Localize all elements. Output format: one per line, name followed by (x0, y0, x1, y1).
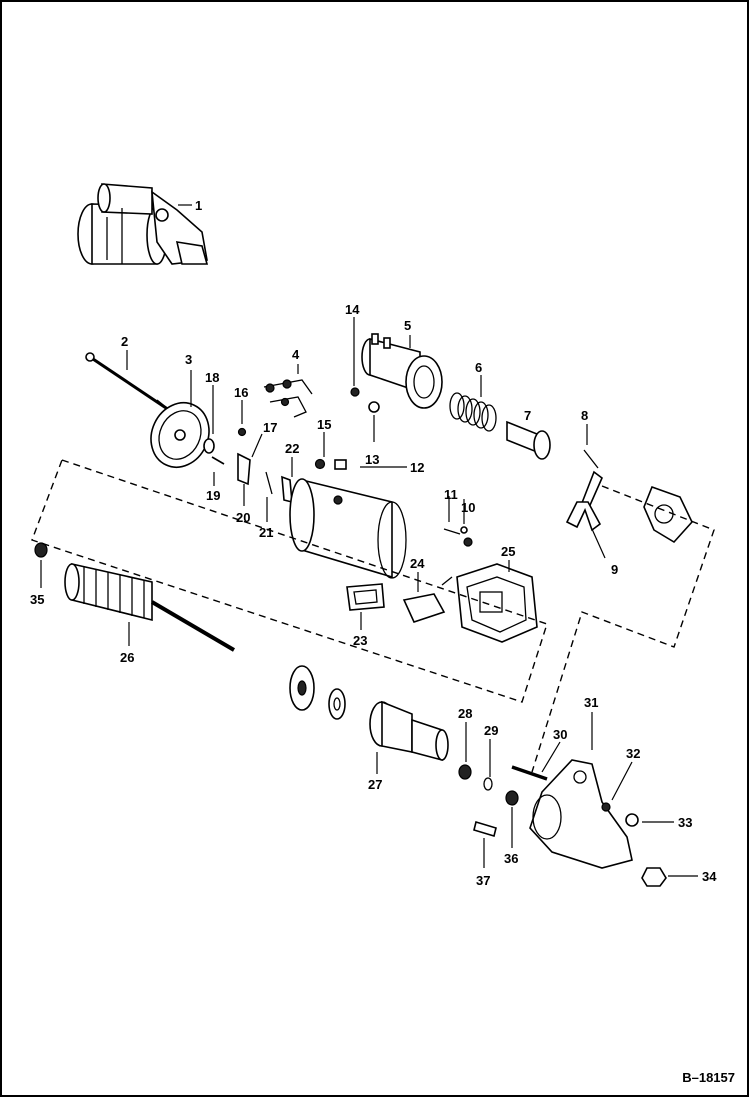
callout-22: 22 (285, 441, 299, 456)
callout-3: 3 (185, 352, 192, 367)
callout-7: 7 (524, 408, 531, 423)
starter-assembly-icon (77, 183, 209, 265)
callout-18: 18 (205, 370, 219, 385)
callout-30: 30 (553, 727, 567, 742)
solenoid (361, 333, 443, 409)
solenoid-hardware (314, 387, 473, 547)
housing-nuts (34, 542, 667, 887)
callout-12: 12 (410, 460, 424, 475)
drive-housing-bolt (511, 765, 548, 781)
callout-16: 16 (234, 385, 248, 400)
callout-33: 33 (678, 815, 692, 830)
commutator-end-plate (150, 402, 210, 468)
callout-35: 35 (30, 592, 44, 607)
armature-washers (289, 665, 346, 720)
callout-13: 13 (365, 452, 379, 467)
callout-21: 21 (259, 525, 273, 540)
callout-19: 19 (206, 488, 220, 503)
shift-lever (565, 470, 603, 532)
drive-end-plate (643, 485, 693, 544)
callout-27: 27 (368, 777, 382, 792)
callout-1: 1 (195, 198, 202, 213)
callout-14: 14 (345, 302, 360, 317)
pole-shoe (402, 593, 446, 623)
brush-holder-hardware (203, 427, 293, 504)
callout-9: 9 (611, 562, 618, 577)
callout-5: 5 (404, 318, 411, 333)
armature-group-outline (31, 459, 548, 703)
armature (64, 563, 236, 652)
solenoid-plunger (506, 420, 551, 460)
callout-36: 36 (504, 851, 518, 866)
callout-25: 25 (501, 544, 515, 559)
callout-8: 8 (581, 408, 588, 423)
callout-24: 24 (410, 556, 425, 571)
leader-lines (40, 204, 698, 877)
callout-15: 15 (317, 417, 331, 432)
callout-labels: 1 2 3 4 5 6 7 8 9 10 11 12 13 14 15 16 1… (30, 198, 717, 888)
callout-4: 4 (292, 347, 300, 362)
drive-group-outline (531, 485, 715, 773)
callout-6: 6 (475, 360, 482, 375)
brush-lead-set (263, 379, 313, 418)
through-bolt (85, 352, 173, 414)
callout-31: 31 (584, 695, 598, 710)
field-insulator (346, 583, 385, 611)
callout-26: 26 (120, 650, 134, 665)
callout-29: 29 (484, 723, 498, 738)
callout-28: 28 (458, 706, 472, 721)
callout-32: 32 (626, 746, 640, 761)
lever-pin (583, 449, 599, 469)
callout-17: 17 (263, 420, 277, 435)
callout-34: 34 (702, 869, 717, 884)
callout-20: 20 (236, 510, 250, 525)
drive-housing (529, 759, 633, 869)
figure-reference-number: B–18157 (682, 1070, 735, 1085)
callout-23: 23 (353, 633, 367, 648)
plunger-spring (449, 392, 497, 432)
drive-retainer-parts (458, 764, 519, 838)
field-frame-housing (289, 478, 407, 579)
callout-2: 2 (121, 334, 128, 349)
callout-37: 37 (476, 873, 490, 888)
starter-drive (369, 700, 449, 762)
callout-11: 11 (444, 487, 458, 502)
brush-holder-assembly (441, 563, 538, 643)
callout-10: 10 (461, 500, 475, 515)
